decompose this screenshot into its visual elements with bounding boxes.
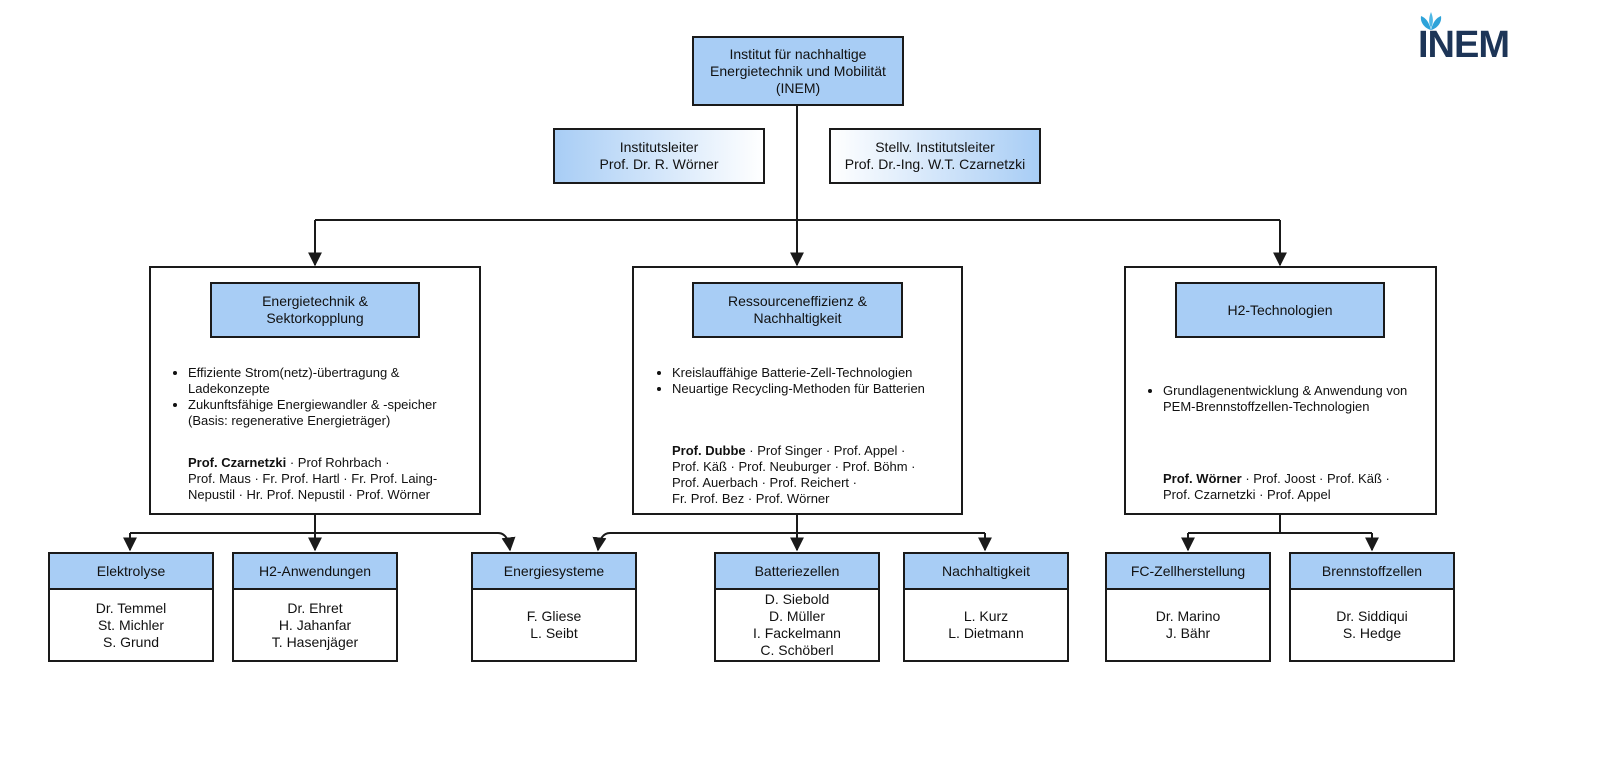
team-name: H2-Anwendungen [234,554,396,590]
department-lead: Prof. Czarnetzki [188,455,287,470]
leader-name: Prof. Dr. R. Wörner [599,156,719,172]
institute-line-1: Institut für nachhaltige [729,45,867,62]
leader-box: Institutsleiter Prof. Dr. R. Wörner [553,128,765,184]
institute-line-2: Energietechnik und Mobilität [710,62,886,79]
department-bullets-1: Effiziente Strom(netz)-übertragung &Lade… [174,365,488,429]
department-bullets-3: Grundlagenentwicklung & Anwendung vonPEM… [1149,383,1453,415]
department-members-3: Prof. Wörner · Prof. Joost · Prof. Käß ·… [1163,471,1390,502]
deputy-leader-title: Stellv. Institutsleiter [875,139,995,155]
team-name: Elektrolyse [50,554,212,590]
inem-logo: INEM [1418,10,1518,70]
bullet-item: Neuartige Recycling-Methoden für Batteri… [672,381,972,397]
department-lead: Prof. Dubbe [672,443,746,458]
team-name: Nachhaltigkeit [905,554,1067,590]
team-name: Batteriezellen [716,554,878,590]
department-title-3: H2-Technologien [1175,282,1385,338]
logo-text: INEM [1418,24,1510,66]
department-lead: Prof. Wörner [1163,471,1242,486]
deputy-leader-name: Prof. Dr.-Ing. W.T. Czarnetzki [844,156,1026,172]
bullet-item: Kreislauffähige Batterie-Zell-Technologi… [672,365,972,381]
bullet-item: Effiziente Strom(netz)-übertragung &Lade… [188,365,488,397]
team-name: Brennstoffzellen [1291,554,1453,590]
department-title-1: Energietechnik & Sektorkopplung [210,282,420,338]
department-members-1: Prof. Czarnetzki · Prof Rohrbach · Prof.… [188,455,438,502]
arrow-team-3a [497,532,516,552]
department-bullets-2: Kreislauffähige Batterie-Zell-Technologi… [658,365,972,397]
institute-line-3: (INEM) [775,79,821,96]
leaf-icon [1420,12,1442,30]
deputy-leader-box: Stellv. Institutsleiter Prof. Dr.-Ing. W… [829,128,1041,184]
team-name: FC-Zellherstellung [1107,554,1269,590]
department-members-2: Prof. Dubbe · Prof Singer · Prof. Appel … [672,443,916,506]
bullet-item: Zukunftsfähige Energiewandler & -speiche… [188,397,488,429]
arrow-team-3b [592,532,611,552]
bullet-item: Grundlagenentwicklung & Anwendung vonPEM… [1163,383,1453,415]
department-title-2: Ressourceneffizienz & Nachhaltigkeit [692,282,903,338]
institute-box: Institut für nachhaltige Energietechnik … [692,36,904,106]
leader-title: Institutsleiter [619,139,699,155]
team-name: Energiesysteme [473,554,635,590]
